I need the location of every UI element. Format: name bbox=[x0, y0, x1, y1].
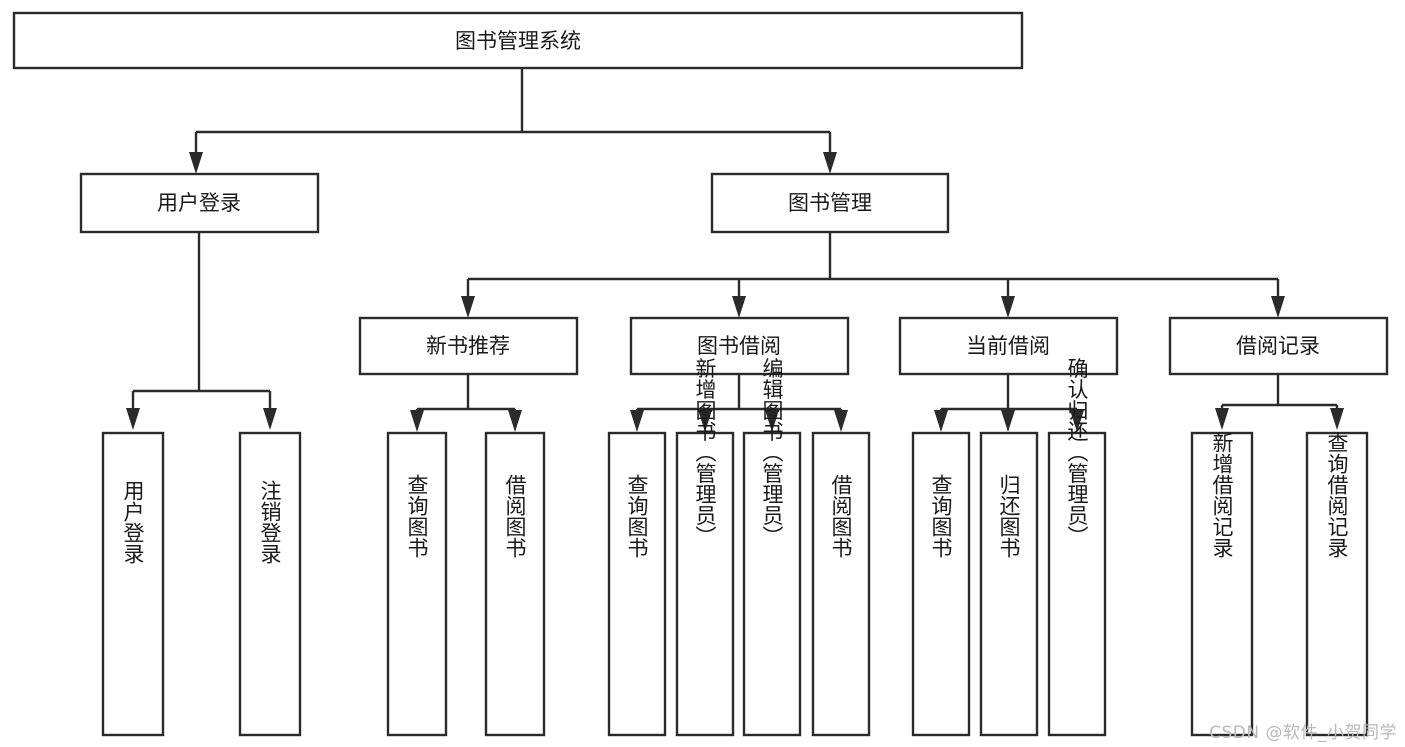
node-leaf-user-logout-box bbox=[238, 431, 302, 737]
arrow-book-borrow bbox=[732, 296, 746, 318]
node-current-borrow[interactable]: 当前借阅 bbox=[898, 316, 1119, 376]
node-leaf-edit-book-label: 编辑图书（管理员） bbox=[760, 358, 784, 547]
arrow-leaf-query-book-1 bbox=[410, 410, 424, 432]
node-borrow-record[interactable]: 借阅记录 bbox=[1168, 316, 1389, 376]
node-leaf-borrow-book-2-box bbox=[811, 431, 871, 737]
node-leaf-user-logout-label: 注销登录 bbox=[258, 480, 282, 564]
node-leaf-query-book-2-label: 查询图书 bbox=[625, 474, 649, 558]
node-borrow-record-box bbox=[1168, 316, 1389, 376]
node-leaf-edit-book[interactable]: 编辑图书（管理员） bbox=[742, 358, 802, 737]
node-book-manage-label: 图书管理 bbox=[788, 191, 872, 215]
node-leaf-query-book-2-box bbox=[607, 431, 667, 737]
arrow-new-book-recommend bbox=[461, 296, 475, 318]
node-root-box bbox=[12, 11, 1024, 70]
edge-group-book-manage bbox=[461, 232, 1285, 318]
edge-group-current-borrow bbox=[934, 374, 1084, 432]
node-leaf-add-record[interactable]: 新增借阅记录 bbox=[1190, 431, 1254, 737]
node-leaf-return-book[interactable]: 归还图书 bbox=[979, 431, 1039, 737]
arrow-leaf-edit-book bbox=[765, 410, 779, 432]
arrow-leaf-query-book-2 bbox=[630, 410, 644, 432]
node-leaf-query-book-3-label: 查询图书 bbox=[929, 474, 953, 558]
node-leaf-return-book-box bbox=[979, 431, 1039, 737]
node-leaf-user-login-label: 用户登录 bbox=[121, 480, 145, 564]
node-user-login[interactable]: 用户登录 bbox=[79, 172, 320, 234]
node-book-manage[interactable]: 图书管理 bbox=[710, 172, 950, 234]
node-leaf-borrow-book-2-label: 借阅图书 bbox=[829, 474, 853, 558]
arrow-leaf-query-book-3 bbox=[934, 410, 948, 432]
node-leaf-query-book-1-label: 查询图书 bbox=[405, 474, 429, 558]
node-book-borrow-label: 图书借阅 bbox=[697, 334, 781, 358]
watermark-text: CSDN @软件_小贺同学 bbox=[1209, 723, 1397, 743]
node-current-borrow-box bbox=[898, 316, 1119, 376]
node-leaf-confirm-return-label: 确认归还（管理员） bbox=[1065, 358, 1089, 547]
edge-group-root bbox=[189, 68, 837, 174]
node-leaf-query-record-label: 查询借阅记录 bbox=[1325, 432, 1349, 558]
node-leaf-user-logout[interactable]: 注销登录 bbox=[238, 431, 302, 737]
arrow-leaf-borrow-book-1 bbox=[508, 410, 522, 432]
node-leaf-borrow-book-1-label: 借阅图书 bbox=[503, 474, 527, 558]
node-leaf-borrow-book-1-box bbox=[484, 431, 546, 737]
node-leaf-add-book[interactable]: 新增图书（管理员） bbox=[675, 358, 735, 737]
node-book-manage-box bbox=[710, 172, 950, 234]
arrow-leaf-add-record bbox=[1215, 408, 1229, 430]
arrow-borrow-record bbox=[1271, 296, 1285, 318]
arrow-leaf-query-record bbox=[1330, 408, 1344, 430]
node-leaf-return-book-label: 归还图书 bbox=[997, 474, 1021, 558]
node-leaf-query-book-3[interactable]: 查询图书 bbox=[911, 431, 971, 737]
node-book-borrow[interactable]: 图书借阅 bbox=[629, 316, 850, 376]
edge-group-user-login bbox=[126, 232, 277, 430]
edge-group-book-borrow bbox=[630, 374, 848, 432]
node-leaf-query-book-1[interactable]: 查询图书 bbox=[386, 431, 448, 737]
node-leaf-add-book-label: 新增图书（管理员） bbox=[693, 358, 717, 547]
node-borrow-record-label: 借阅记录 bbox=[1236, 334, 1320, 358]
node-leaf-confirm-return-box bbox=[1047, 431, 1107, 737]
node-book-borrow-box bbox=[629, 316, 850, 376]
arrow-leaf-return-book bbox=[1001, 410, 1015, 432]
arrow-leaf-add-book bbox=[698, 410, 712, 432]
node-leaf-borrow-book-1[interactable]: 借阅图书 bbox=[484, 431, 546, 737]
arrow-leaf-user-login bbox=[126, 408, 140, 430]
edge-group-new-book-recommend bbox=[410, 374, 522, 432]
node-leaf-user-login[interactable]: 用户登录 bbox=[101, 431, 165, 737]
node-new-book-recommend-box bbox=[358, 316, 579, 376]
node-leaf-query-book-3-box bbox=[911, 431, 971, 737]
node-leaf-confirm-return[interactable]: 确认归还（管理员） bbox=[1047, 358, 1107, 737]
node-current-borrow-label: 当前借阅 bbox=[966, 334, 1050, 358]
arrow-leaf-confirm-return bbox=[1070, 410, 1084, 432]
node-leaf-add-record-label: 新增借阅记录 bbox=[1210, 432, 1234, 558]
arrow-leaf-borrow-book-2 bbox=[834, 410, 848, 432]
arrow-current-borrow bbox=[1001, 296, 1015, 318]
node-leaf-query-book-1-box bbox=[386, 431, 448, 737]
node-new-book-recommend[interactable]: 新书推荐 bbox=[358, 316, 579, 376]
node-leaf-query-record-box bbox=[1305, 431, 1369, 737]
node-leaf-query-book-2[interactable]: 查询图书 bbox=[607, 431, 667, 737]
node-leaf-add-record-box bbox=[1190, 431, 1254, 737]
node-new-book-recommend-label: 新书推荐 bbox=[426, 334, 510, 358]
node-leaf-add-book-box bbox=[675, 431, 735, 737]
node-leaf-query-record[interactable]: 查询借阅记录 bbox=[1305, 431, 1369, 737]
node-leaf-user-login-box bbox=[101, 431, 165, 737]
arrow-to-book-manage bbox=[823, 152, 837, 174]
node-leaf-borrow-book-2[interactable]: 借阅图书 bbox=[811, 431, 871, 737]
node-root[interactable]: 图书管理系统 bbox=[12, 11, 1024, 70]
node-user-login-label: 用户登录 bbox=[157, 191, 241, 215]
node-user-login-box bbox=[79, 172, 320, 234]
edge-group-borrow-record bbox=[1215, 374, 1344, 430]
node-leaf-edit-book-box bbox=[742, 431, 802, 737]
arrow-leaf-user-logout bbox=[263, 408, 277, 430]
arrow-to-user-login bbox=[189, 152, 203, 174]
node-root-label: 图书管理系统 bbox=[455, 29, 581, 53]
